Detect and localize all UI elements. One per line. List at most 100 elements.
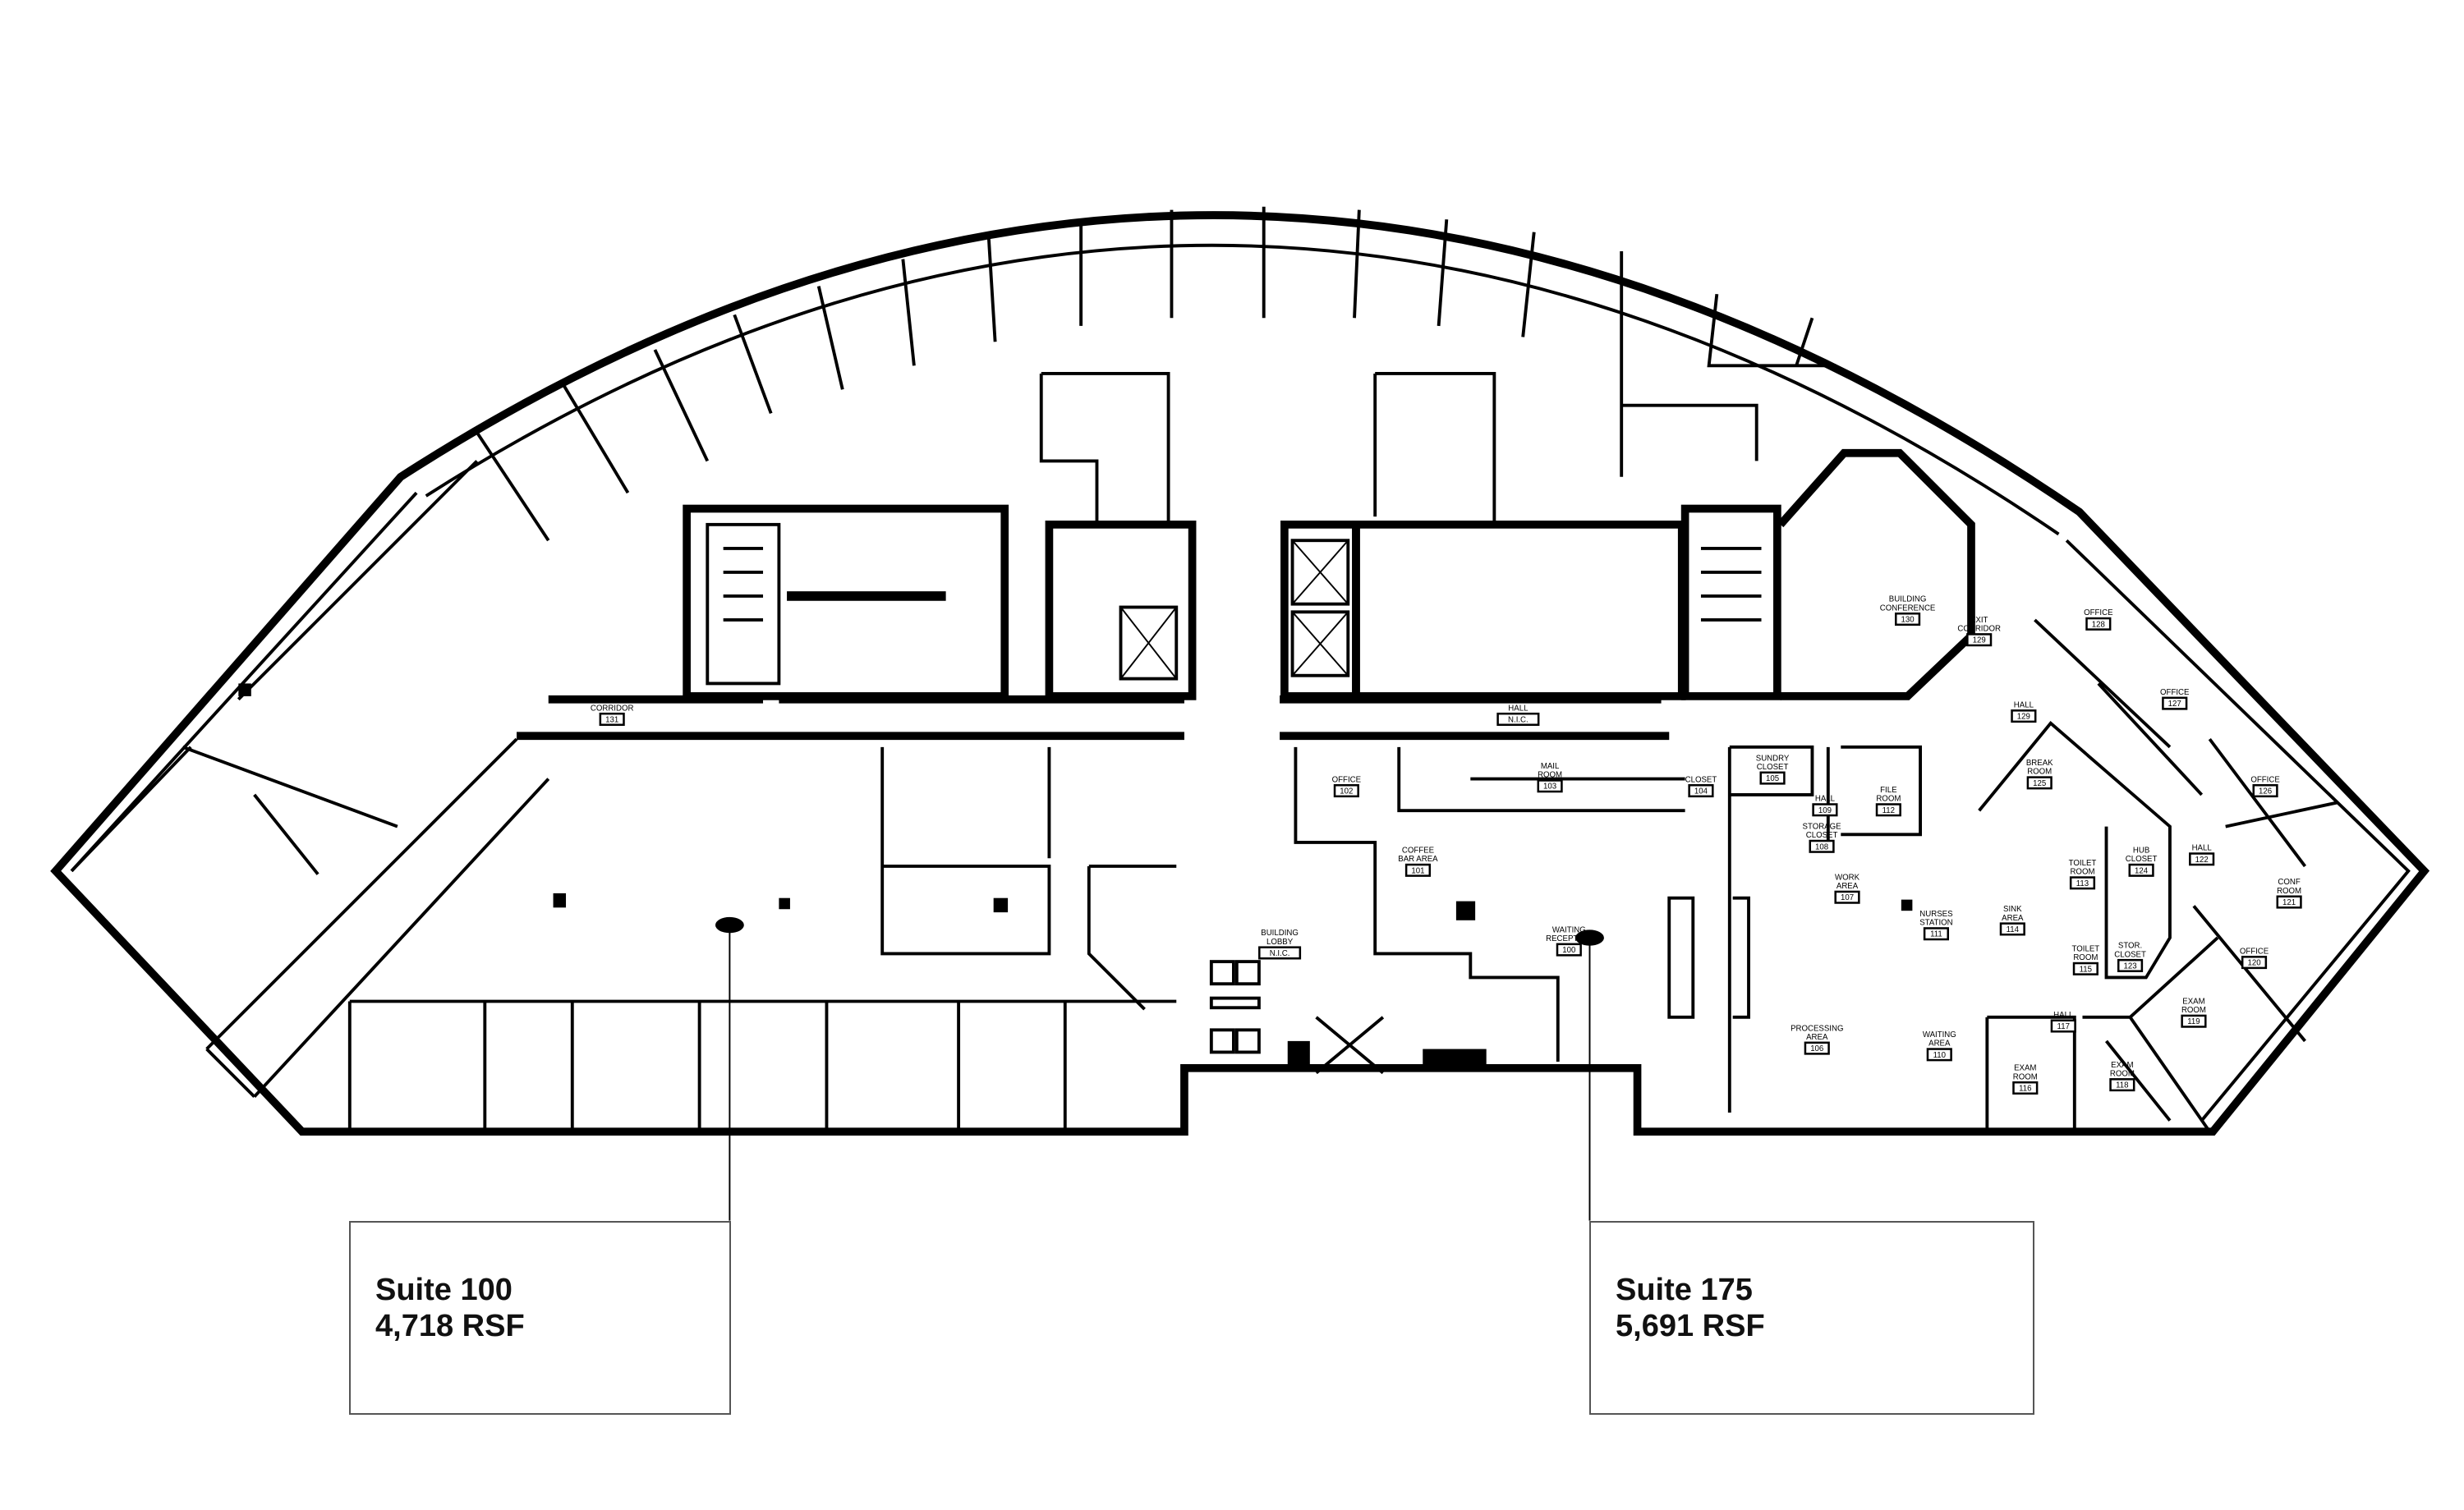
- room-number-box: [1926, 1048, 1952, 1062]
- room-number-box: [2085, 617, 2112, 631]
- room-number-box: [1875, 803, 1901, 817]
- upper-rooms: [1039, 372, 1496, 525]
- room-name: OFFICE: [2250, 775, 2280, 784]
- room-label: OFFICE 102: [1332, 775, 1362, 798]
- room-name: TOILET: [2072, 945, 2100, 954]
- stair-east: [1680, 448, 1975, 700]
- room-number: 118: [2116, 1081, 2128, 1090]
- room-name: OFFICE: [1332, 775, 1362, 784]
- room-number: 102: [1340, 787, 1353, 796]
- room-number-box: [1812, 803, 1838, 817]
- room-number-box: [1923, 927, 1949, 941]
- room-label: OFFICE 126: [2250, 775, 2280, 798]
- room-number: 117: [2057, 1022, 2070, 1031]
- room-number: 101: [1411, 866, 1424, 875]
- room-name: CLOSET: [2126, 855, 2158, 864]
- room-number: 127: [2168, 700, 2181, 709]
- room-name: SINK: [2003, 905, 2022, 914]
- room-number-box: [2117, 958, 2144, 972]
- room-name: CLOSET: [1757, 763, 1789, 772]
- room-number-box: [2109, 1078, 2135, 1092]
- room-name: CONFERENCE: [1880, 604, 1936, 613]
- room-number: 129: [1973, 636, 1986, 645]
- room-number-box: [2189, 852, 2215, 866]
- room-name: CLOSET: [1685, 775, 1717, 784]
- room-label: OFFICE 127: [2160, 688, 2190, 710]
- room-name: CONF: [2278, 878, 2300, 887]
- room-name: COFFEE: [1402, 847, 1435, 856]
- room-number-box: [2072, 962, 2099, 975]
- room-name: OFFICE: [2160, 688, 2190, 697]
- room-number: 125: [2033, 779, 2046, 788]
- room-name: ROOM: [2070, 868, 2094, 877]
- room-number-box: [1258, 946, 1302, 960]
- room-name: RECEPTION: [1546, 934, 1592, 943]
- room-label: CLOSET 104: [1685, 775, 1717, 798]
- room-number: 112: [1882, 806, 1895, 815]
- room-name: MAIL: [1541, 762, 1560, 771]
- room-number-box: [1333, 784, 1359, 798]
- room-name: WAITING: [1552, 925, 1586, 934]
- room-name: BUILDING: [1261, 929, 1299, 938]
- room-name: ROOM: [2181, 1006, 2206, 1015]
- room-number-box: [2252, 784, 2278, 798]
- room-number: 129: [2017, 713, 2030, 722]
- room-name: AREA: [1806, 1033, 1828, 1042]
- room-number: 115: [2080, 965, 2092, 974]
- room-number: 104: [1694, 787, 1708, 796]
- building-hall-walls: [517, 695, 1670, 741]
- room-number-box: [2050, 1019, 2076, 1033]
- room-name: HALL: [2014, 700, 2034, 709]
- room-number-box: [1804, 1041, 1830, 1055]
- room-name: ROOM: [2110, 1069, 2135, 1078]
- suite-175-name: Suite 175: [1616, 1273, 1753, 1307]
- room-number: 130: [1901, 616, 1915, 625]
- room-name: BREAK: [2026, 759, 2053, 768]
- room-name: ROOM: [2073, 953, 2098, 962]
- room-name: ROOM: [1538, 771, 1562, 780]
- room-name: NURSES: [1919, 910, 1952, 919]
- room-number: 119: [2187, 1017, 2200, 1026]
- room-number-box: [1404, 863, 1432, 877]
- room-number: 113: [2076, 879, 2089, 888]
- room-name: HALL: [1815, 795, 1836, 804]
- room-number: N.I.C.: [1508, 715, 1529, 724]
- room-number-box: [1809, 839, 1835, 853]
- room-name: STOR.: [2118, 942, 2142, 951]
- room-name: CLOSET: [2114, 950, 2146, 959]
- room-number: 126: [2259, 787, 2272, 796]
- room-number-box: [1834, 890, 1860, 904]
- room-name: ROOM: [1876, 795, 1901, 804]
- room-number: 105: [1766, 774, 1779, 783]
- room-name: AREA: [2002, 914, 2024, 923]
- elevator-core: [1045, 521, 1360, 700]
- suite-100-area: 4,718 RSF: [375, 1309, 525, 1343]
- room-number-box: [1556, 943, 1582, 957]
- room-number-box: [1537, 779, 1563, 793]
- room-name: OFFICE: [2084, 608, 2113, 617]
- room-number: 128: [2092, 620, 2105, 629]
